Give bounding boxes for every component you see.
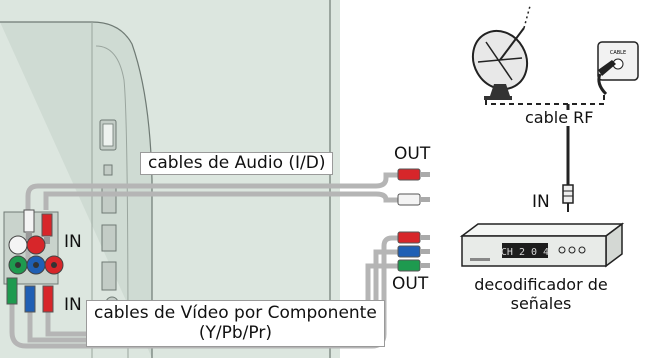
satellite-dish-icon [471,5,531,100]
in-audio-label: IN [64,232,82,252]
component-jacks-tv [8,235,64,275]
audio-cables-text: cables de Audio (I/D) [148,153,326,173]
component-plugs-out [397,231,430,272]
rf-connector-icon [562,184,574,212]
in-rf-label: IN [532,192,550,212]
decoder-box: CH 2 0 4 [459,222,625,268]
decoder-display-text: CH 2 0 4 [501,247,549,258]
decoder-label-line2: señales [510,294,572,314]
out-component-label: OUT [392,274,429,294]
decoder-label-line1: decodificador de [474,275,608,294]
audio-plug-red-tv [41,213,53,244]
in-component-label: IN [64,295,82,315]
cable-rf-label: cable RF [525,108,594,127]
component-cables-line2: (Y/Pb/Pr) [198,323,272,344]
component-cables-line1: cables de Vídeo por Componente [94,303,377,323]
audio-cables-label: cables de Audio (I/D) [140,152,334,175]
component-cables-label: cables de Vídeo por Componente (Y/Pb/Pr) [86,300,385,347]
audio-plugs-out [397,168,430,206]
wall-outlet-icon: CABLE [597,41,639,96]
decoder-label: decodificador de señales [466,275,616,313]
audio-cable [25,172,400,262]
wall-plate-label: CABLE [610,50,626,56]
out-audio-label: OUT [394,144,431,164]
component-plugs-tv [6,277,54,313]
audio-plug-white-tv [23,209,35,240]
